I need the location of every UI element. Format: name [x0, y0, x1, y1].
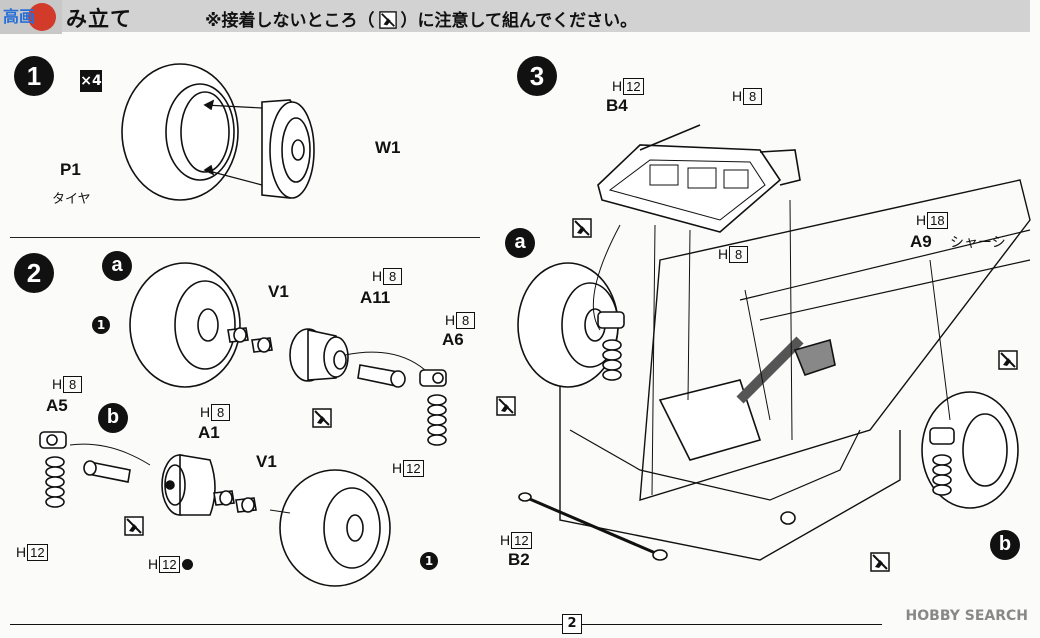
shaft-a11	[357, 364, 406, 388]
ref-step-1-b: 1	[420, 552, 438, 570]
note-suffix: ）に注意して組んでください。	[400, 11, 638, 31]
no-cement-note: ※接着しないところ（ ）に注意して組んでください。	[205, 6, 637, 31]
chassis-a9	[559, 179, 1031, 561]
part-name-tire: タイヤ	[52, 192, 91, 207]
part-label-v1-top: V1	[268, 282, 289, 301]
upright-a11	[289, 328, 349, 382]
sub-step-badge-a: a	[102, 251, 132, 281]
damper-a5	[39, 431, 67, 508]
front-damper	[597, 311, 625, 381]
footer-line-right	[582, 624, 882, 625]
part-label-a1: A1	[198, 423, 220, 442]
sub-step-badge-a-step3: a	[505, 228, 535, 258]
part-label-p1: P1	[60, 160, 81, 179]
damper-a6	[419, 369, 447, 446]
no-cement-icon	[870, 552, 890, 572]
part-label-v1-bottom: V1	[256, 452, 277, 471]
part-label-b2: B2	[508, 550, 530, 569]
sub-step-badge-b-step3: b	[990, 530, 1020, 560]
section-title: み立て	[66, 7, 132, 31]
watermark-text: HOBBY SEARCH	[905, 608, 1028, 624]
part-name-chassis: シャーシ	[950, 235, 1006, 251]
link-b2	[518, 492, 796, 561]
no-cement-icon	[378, 11, 397, 29]
part-label-b4: B4	[606, 96, 628, 115]
motor-unit	[658, 336, 836, 461]
no-cement-icon	[312, 408, 332, 428]
rear-damper	[929, 427, 955, 496]
v1-collars-b	[213, 490, 257, 513]
footer-line-left	[10, 624, 562, 625]
front-tire-a	[517, 262, 619, 388]
part-label-a11: A11	[360, 288, 391, 307]
part-label-a6: A6	[442, 330, 464, 349]
watermark-logo: 高画	[0, 0, 62, 34]
step-number-1: 1	[14, 56, 54, 96]
part-label-a9: A9	[910, 232, 932, 251]
step-divider	[10, 237, 480, 238]
shaft-a1	[83, 460, 131, 483]
no-cement-icon	[572, 218, 592, 238]
bulkhead-b4	[597, 124, 801, 233]
v1-collars-a	[227, 327, 273, 353]
part-label-w1: W1	[375, 138, 401, 157]
page-number: 2	[562, 614, 582, 634]
dot-marker	[181, 559, 193, 570]
no-cement-icon	[496, 396, 516, 416]
step-number-3: 3	[517, 56, 557, 96]
header-bar: 高画 み立て ※接着しないところ（ ）に注意して組んでください。	[0, 0, 1030, 34]
ref-step-1-a: 1	[92, 316, 110, 334]
part-label-a5: A5	[46, 396, 68, 415]
upright-a1	[161, 454, 216, 516]
sub-step-badge-b: b	[98, 403, 128, 433]
quantity-badge: ×4	[80, 70, 102, 92]
svg-text:高画: 高画	[3, 7, 35, 26]
no-cement-icon	[124, 516, 144, 536]
note-prefix: ※接着しないところ（	[205, 11, 375, 31]
tire-assembly-a	[129, 262, 241, 388]
step-number-2: 2	[14, 253, 54, 293]
tire-assembly-b	[279, 469, 391, 587]
tire-p1-drawing	[121, 63, 239, 201]
no-cement-icon	[998, 350, 1018, 370]
wheel-w1-drawing	[261, 99, 315, 199]
